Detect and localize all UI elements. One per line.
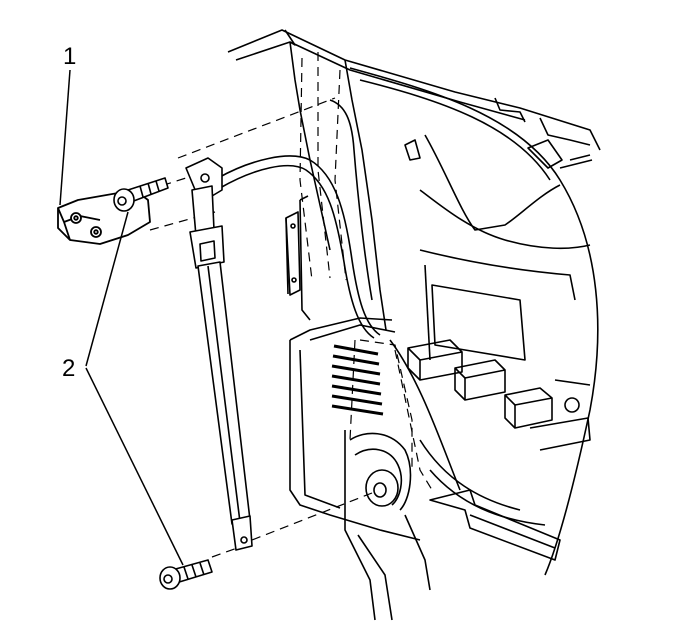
upper-bolt — [113, 177, 169, 212]
callout-leaders — [59, 69, 184, 566]
vent-grille — [331, 344, 384, 416]
belt-guide-cable — [217, 99, 381, 339]
leader-line-2-lower — [85, 367, 184, 566]
seat-belt-strap — [185, 157, 253, 551]
lower-bolt — [159, 559, 213, 590]
leader-line-1 — [59, 69, 71, 206]
callout-number-2: 2 — [62, 355, 76, 382]
callout-number-1: 1 — [63, 43, 77, 70]
leader-line-2-upper — [85, 211, 129, 367]
quarter-trim-panel — [227, 29, 601, 621]
